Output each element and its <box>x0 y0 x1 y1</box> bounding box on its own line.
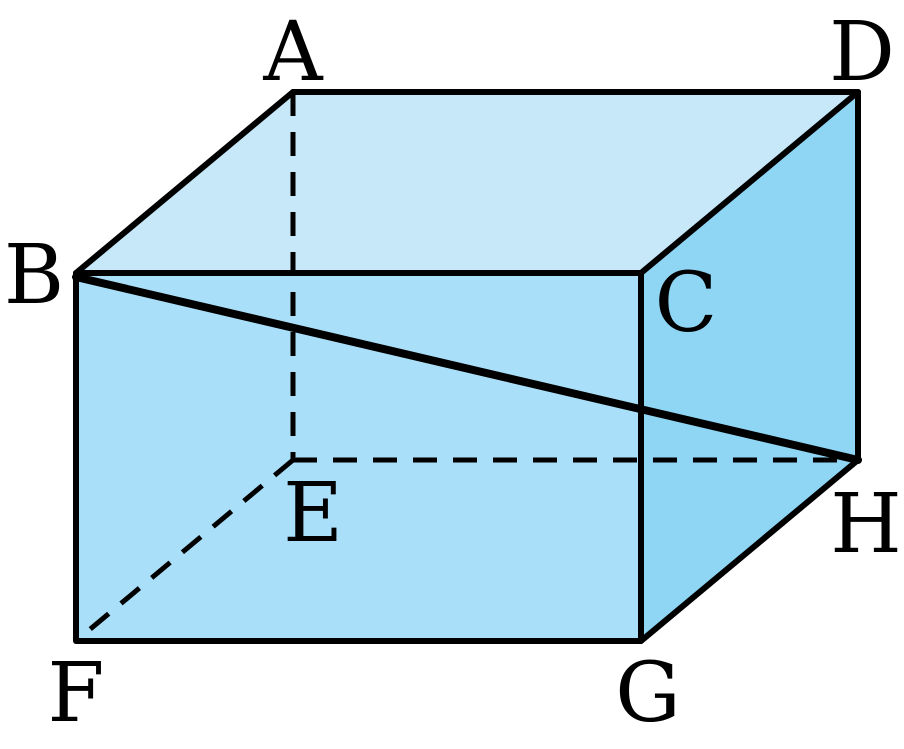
front-face <box>76 273 641 641</box>
top-face <box>76 92 858 273</box>
vertex-label-a: A <box>262 5 324 100</box>
vertex-label-f: F <box>48 646 105 741</box>
vertex-label-g: G <box>615 646 681 741</box>
edge-gh <box>638 457 861 644</box>
vertex-label-e: E <box>283 466 343 561</box>
vertex-label-d: D <box>829 5 895 100</box>
diagonal-bh <box>72 273 862 464</box>
vertex-label-b: B <box>4 228 64 323</box>
edge-ba <box>73 89 296 276</box>
edge-cd <box>638 89 861 276</box>
vertex-label-c: C <box>655 256 718 351</box>
hidden-edge-ef <box>74 458 295 643</box>
vertex-label-h: H <box>830 477 902 572</box>
